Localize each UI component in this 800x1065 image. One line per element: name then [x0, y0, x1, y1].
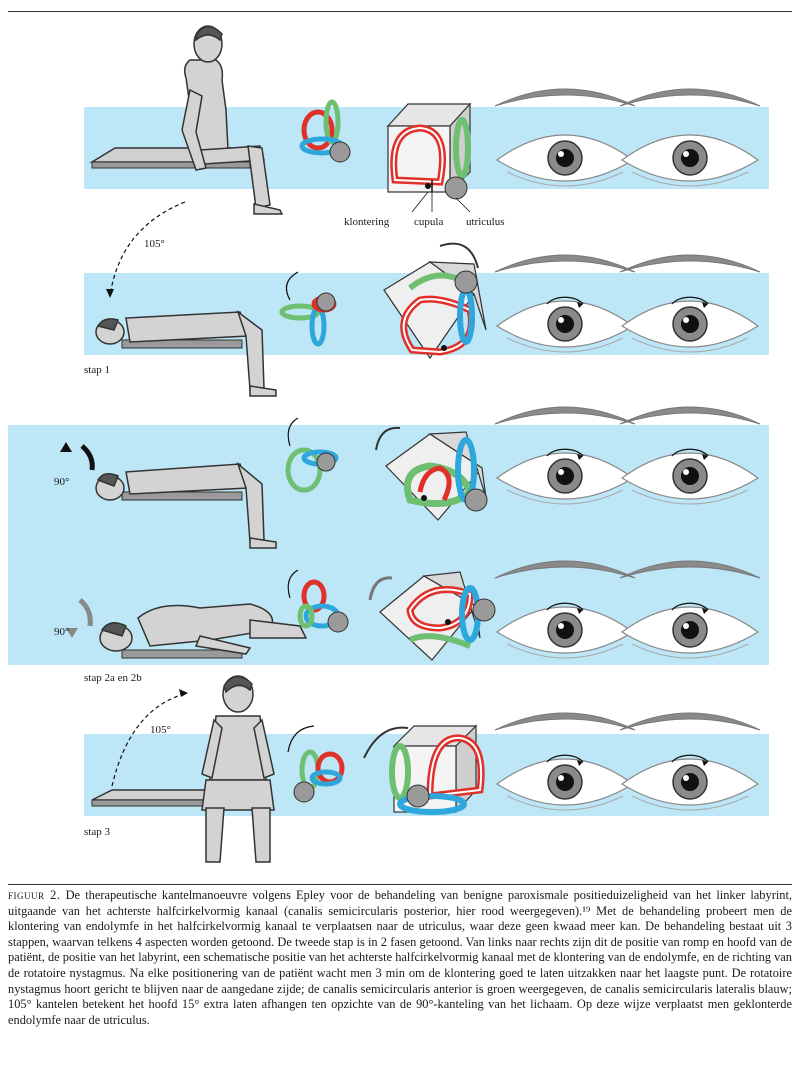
label-angle-90-b: 90° [54, 626, 70, 638]
caption-head: figuur 2. [8, 888, 61, 902]
rotation-arrow-3 [111, 693, 185, 787]
eyes-2a [494, 406, 761, 505]
eyes-1 [494, 254, 761, 353]
canal-cube-2a [375, 426, 488, 521]
row-1 [95, 242, 761, 397]
label-stap-3: stap 3 [84, 826, 110, 838]
label-angle-105-top: 105° [144, 238, 165, 250]
row-2a [60, 406, 761, 549]
person-lying-1 [95, 309, 277, 397]
person-sitting [181, 25, 284, 215]
labyrinth-2b [287, 569, 349, 633]
labyrinth-1 [279, 271, 337, 347]
label-stap-1: stap 1 [84, 364, 110, 376]
labyrinth-3 [287, 725, 345, 803]
row-0 [89, 25, 761, 298]
eyes-2b [494, 560, 761, 659]
epley-diagram [60, 25, 761, 863]
person-side-2b [99, 603, 308, 655]
tilt-arrow-2b [78, 598, 93, 627]
top-rule [8, 11, 792, 12]
label-stap-2: stap 2a en 2b [84, 672, 142, 684]
label-cupula: cupula [414, 216, 444, 228]
person-lying-2a [95, 461, 277, 549]
canal-cube-1 [383, 242, 487, 360]
eyes-0 [494, 88, 761, 187]
label-utriculus: utriculus [466, 216, 505, 228]
canal-cube-3 [363, 724, 485, 815]
eyes-3 [494, 712, 761, 811]
canal-cube-2b [368, 571, 496, 661]
tilt-arrow-2a [80, 444, 95, 471]
caption-rule [8, 884, 792, 885]
labyrinth-0 [299, 99, 351, 163]
label-angle-90-a: 90° [54, 476, 70, 488]
rotation-arrow-0 [109, 201, 186, 297]
row-2b [66, 560, 761, 661]
canal-cube-0 [386, 102, 472, 213]
person-front-3 [201, 675, 275, 863]
labyrinth-2a [285, 417, 339, 493]
label-klontering: klontering [344, 216, 390, 228]
row-3 [91, 675, 761, 863]
caption-text: De therapeutische kantelmanoeuvre volgen… [8, 888, 792, 1027]
label-angle-105-bottom: 105° [150, 724, 171, 736]
figure-caption: figuur 2. De therapeutische kantelmanoeu… [8, 888, 792, 1028]
